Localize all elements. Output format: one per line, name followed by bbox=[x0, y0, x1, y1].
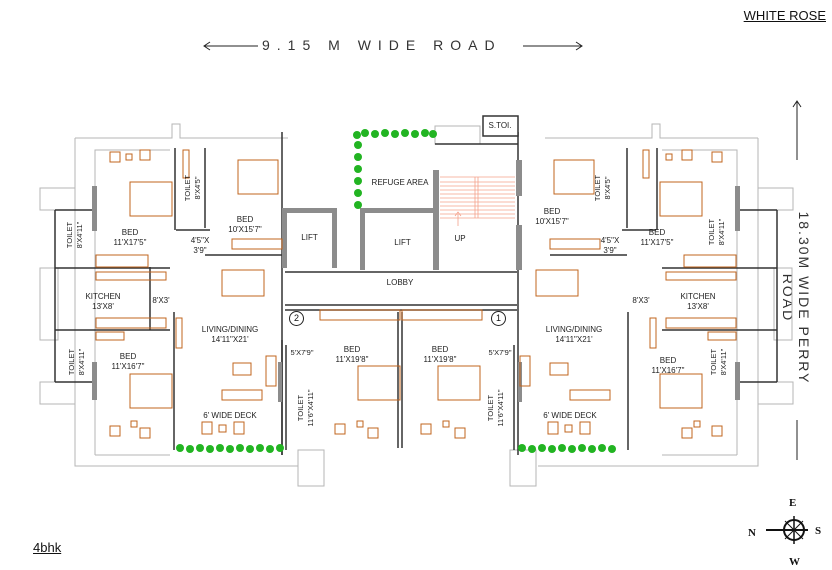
flat2-kitchen: KITCHEN 13'X8' bbox=[85, 292, 121, 311]
flat1-bed-bottom-right: BED 11'X16'7" bbox=[651, 356, 685, 375]
flat1-utility: 8'X3' bbox=[632, 296, 650, 305]
flat1-deck: 6' WIDE DECK bbox=[543, 411, 597, 420]
flat-number-2: 2 bbox=[289, 311, 304, 326]
flat1-bed-top-left: BED 10'X15'7" bbox=[535, 207, 569, 226]
compass-south: S bbox=[815, 525, 822, 537]
flat2-deck: 6' WIDE DECK bbox=[203, 411, 257, 420]
flat2-passage: 4'5"X 3'9" bbox=[190, 236, 210, 255]
flat1-toilet-top: TOILET 8'X4'5" bbox=[593, 174, 612, 202]
flat1-passage: 4'5"X 3'9" bbox=[600, 236, 620, 255]
refuge-area-label: REFUGE AREA bbox=[371, 178, 429, 187]
flat2-living-dining: LIVING/DINING 14'11"X21' bbox=[201, 325, 259, 344]
flat1-toilet-right-top: TOILET 8'X4'11" bbox=[707, 218, 726, 246]
flat1-dress: 5'X7'9" bbox=[488, 348, 512, 357]
flat1-bed-center: BED 11'X19'8" bbox=[423, 345, 457, 364]
flat1-kitchen: KITCHEN 13'X8' bbox=[680, 292, 716, 311]
flat2-toilet-top: TOILET 8'X4'5" bbox=[183, 174, 202, 202]
top-road-label: 9.15 M WIDE ROAD bbox=[262, 37, 502, 53]
flat1-living-dining: LIVING/DINING 14'11"X21' bbox=[545, 325, 603, 344]
lift-1-label: LIFT bbox=[301, 233, 318, 242]
flat2-bed-top-right: BED 10'X15'7" bbox=[228, 215, 262, 234]
flat2-bed-center: BED 11'X19'8" bbox=[335, 345, 369, 364]
flat2-toilet-left-bottom: TOILET 8'X4'11" bbox=[67, 348, 86, 376]
stair-up-label: UP bbox=[454, 234, 466, 243]
plan-type-label: 4bhk bbox=[33, 540, 62, 555]
project-title: WHITE ROSE bbox=[743, 8, 826, 23]
flat2-dress: 5'X7'9" bbox=[290, 348, 314, 357]
compass-east: E bbox=[789, 497, 797, 509]
compass-west: W bbox=[789, 556, 800, 568]
flat2-toilet-center: TOILET 11'6"X4'11" bbox=[296, 389, 315, 427]
lift-2-label: LIFT bbox=[394, 238, 411, 247]
flat2-toilet-left-top: TOILET 8'X4'11" bbox=[65, 221, 84, 249]
lobby-label: LOBBY bbox=[386, 278, 414, 287]
flat1-bed-top-right: BED 11'X17'5" bbox=[640, 228, 674, 247]
service-toilet-label: S.TOI. bbox=[488, 121, 512, 130]
flat2-utility: 8'X3' bbox=[152, 296, 170, 305]
flat2-bed-bottom-left: BED 11'X16'7" bbox=[111, 352, 145, 371]
flat1-toilet-center: TOILET 11'6"X4'11" bbox=[486, 389, 505, 427]
flat-number-1: 1 bbox=[491, 311, 506, 326]
flat2-bed-top-left: BED 11'X17'5" bbox=[113, 228, 147, 247]
compass-north: N bbox=[748, 527, 756, 539]
flat1-toilet-right-bottom: TOILET 8'X4'11" bbox=[709, 348, 728, 376]
